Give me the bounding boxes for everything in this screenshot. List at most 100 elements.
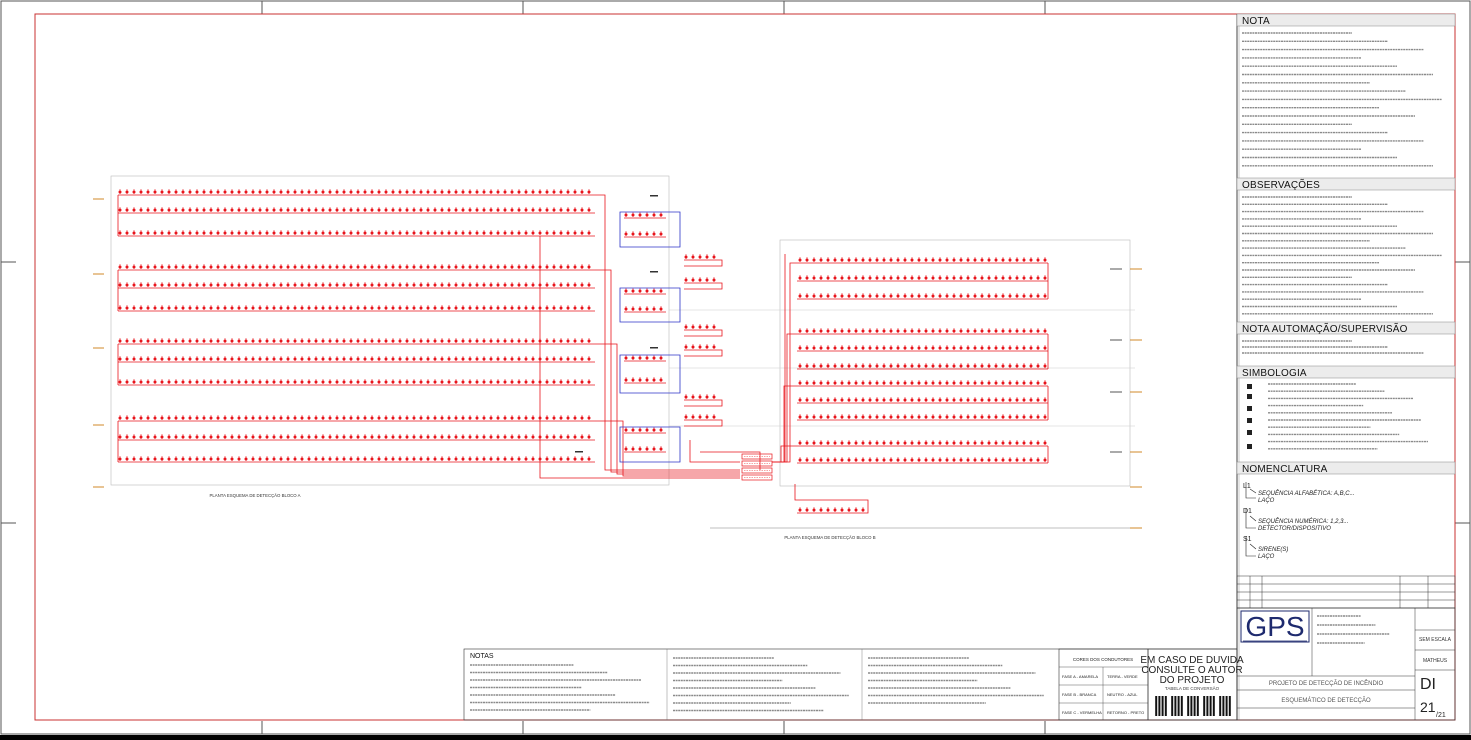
detector-device: [174, 283, 178, 287]
detector-device: [447, 435, 451, 439]
detector-device: [279, 190, 283, 194]
detector-device: [945, 329, 949, 333]
detector-device: [125, 190, 129, 194]
detector-device: [237, 190, 241, 194]
detection-loop-wire: [772, 262, 797, 463]
detector-device: [1008, 458, 1012, 462]
detector-device: [566, 265, 570, 269]
detector-device: [931, 381, 935, 385]
detector-device: [1022, 415, 1026, 419]
detector-device: [398, 265, 402, 269]
detector-device: [146, 416, 150, 420]
detector-device: [966, 458, 970, 462]
detector-device: [405, 265, 409, 269]
detector-device: [419, 231, 423, 235]
detector-device: [223, 231, 227, 235]
detector-device: [223, 283, 227, 287]
detector-device: [132, 208, 136, 212]
detector-device: [118, 283, 122, 287]
detector-device: [335, 416, 339, 420]
detector-device: [805, 508, 809, 512]
detector-device: [552, 416, 556, 420]
detector-device: [391, 457, 395, 461]
detector-device: [461, 231, 465, 235]
detector-device: [342, 283, 346, 287]
detector-device: [805, 381, 809, 385]
barcode-bar: [1228, 696, 1231, 716]
detector-device: [854, 258, 858, 262]
detector-device: [952, 415, 956, 419]
detector-device: [349, 231, 353, 235]
detector-device: [300, 190, 304, 194]
detector-device: [258, 357, 262, 361]
detector-device: [903, 346, 907, 350]
detector-device: [398, 416, 402, 420]
detector-device: [1043, 398, 1047, 402]
detector-device: [917, 415, 921, 419]
detector-device: [167, 380, 171, 384]
siren-loop-wire: [700, 451, 761, 470]
detector-device: [349, 283, 353, 287]
detector-device: [889, 346, 893, 350]
detector-device: [1001, 415, 1005, 419]
detector-device: [482, 231, 486, 235]
detector-device: [559, 380, 563, 384]
detector-device: [286, 306, 290, 310]
detector-device: [973, 458, 977, 462]
siren-device: [712, 415, 716, 419]
detector-device: [433, 416, 437, 420]
detector-device: [826, 258, 830, 262]
detector-device: [272, 231, 276, 235]
detector-device: [244, 435, 248, 439]
detector-device: [1001, 346, 1005, 350]
detector-device: [244, 380, 248, 384]
detector-device: [146, 357, 150, 361]
detector-device: [391, 283, 395, 287]
detector-device: [875, 364, 879, 368]
detector-device: [552, 357, 556, 361]
detector-device: [1043, 276, 1047, 280]
detector-device: [847, 276, 851, 280]
conversion-row-2: FASE B - BRANCA NEUTRO - AZUL: [1062, 692, 1138, 697]
siren-device: [691, 345, 695, 349]
detector-device: [118, 265, 122, 269]
detector-device: [363, 190, 367, 194]
scale-text: SEM ESCALA: [1419, 637, 1452, 643]
symbol-glyph: [1247, 418, 1252, 423]
detector-device: [517, 380, 521, 384]
detector-device: [952, 346, 956, 350]
detector-device: [826, 441, 830, 445]
detector-device: [861, 508, 865, 512]
detector-device: [174, 380, 178, 384]
detector-device: [819, 458, 823, 462]
level-tag: [650, 195, 658, 197]
detector-device: [854, 329, 858, 333]
detector-device: [1022, 276, 1026, 280]
detector-device: [854, 294, 858, 298]
detector-device: [545, 339, 549, 343]
siren-device: [652, 447, 656, 451]
detector-device: [377, 416, 381, 420]
barcode-bar: [1187, 696, 1190, 716]
detector-device: [363, 380, 367, 384]
detector-device: [482, 306, 486, 310]
detector-device: [496, 339, 500, 343]
detector-device: [559, 283, 563, 287]
detector-device: [209, 457, 213, 461]
siren-device: [645, 307, 649, 311]
detector-device: [167, 416, 171, 420]
siren-device: [652, 213, 656, 217]
detector-device: [805, 364, 809, 368]
detector-device: [868, 276, 872, 280]
detector-device: [812, 441, 816, 445]
detector-device: [370, 435, 374, 439]
detector-device: [209, 231, 213, 235]
detector-device: [188, 416, 192, 420]
detector-device: [412, 265, 416, 269]
detector-device: [258, 190, 262, 194]
detector-device: [826, 276, 830, 280]
detector-device: [566, 435, 570, 439]
detector-device: [181, 231, 185, 235]
siren-device: [652, 307, 656, 311]
detector-device: [195, 208, 199, 212]
